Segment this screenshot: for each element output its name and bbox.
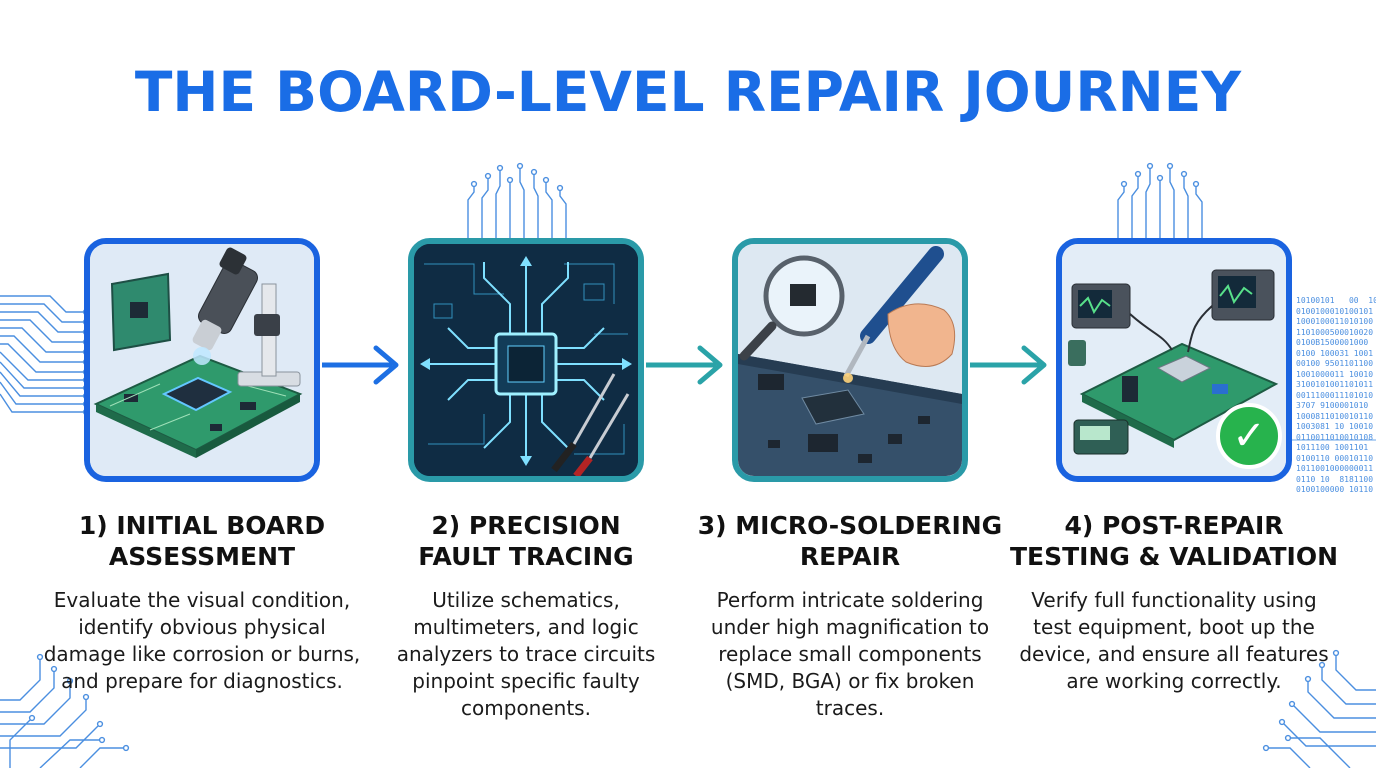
step-4-description: Verify full functionality using test equ… — [1019, 588, 1329, 693]
step-1-description: Evaluate the visual condition, identify … — [43, 588, 361, 693]
step-3-description: Perform intricate soldering under high m… — [710, 588, 990, 720]
test-equipment-icon — [1062, 244, 1286, 476]
circuit-trace-icon — [414, 244, 638, 476]
microscope-board-icon — [90, 244, 314, 476]
step-4-title-line1: 4) POST-REPAIR — [1064, 511, 1284, 540]
step-2-description: Utilize schematics, multimeters, and log… — [396, 588, 656, 720]
step-4-illustration — [1056, 238, 1292, 482]
step-3-title-line2: REPAIR — [799, 542, 901, 571]
step-2-illustration — [408, 238, 644, 482]
binary-data-decoration: 10100101 00 10 0100100010100101 10001000… — [1296, 296, 1376, 494]
step-2-title-line1: 2) PRECISION — [431, 511, 621, 540]
step-1-illustration — [84, 238, 320, 482]
step-3-title: 3) MICRO-SOLDERING REPAIR — [680, 510, 1020, 572]
step-4-title: 4) POST-REPAIR TESTING & VALIDATION — [1004, 510, 1344, 572]
check-badge-icon: ✓ — [1216, 403, 1282, 469]
step-4-title-line2: TESTING & VALIDATION — [1009, 542, 1339, 571]
page-title: THE BOARD-LEVEL REPAIR JOURNEY — [134, 60, 1242, 124]
step-1-title-line2: ASSESSMENT — [108, 542, 296, 571]
step-2-title: 2) PRECISION FAULT TRACING — [356, 510, 696, 572]
arrow-2-to-3 — [646, 345, 723, 385]
step-3-illustration — [732, 238, 968, 482]
soldering-iron-icon — [738, 244, 962, 476]
step-1-title: 1) INITIAL BOARD ASSESSMENT — [32, 510, 372, 572]
step-1-title-line1: 1) INITIAL BOARD — [78, 511, 326, 540]
arrow-3-to-4 — [970, 345, 1047, 385]
step-3-title-line1: 3) MICRO-SOLDERING — [697, 511, 1003, 540]
step-2-title-line2: FAULT TRACING — [418, 542, 634, 571]
arrow-1-to-2 — [322, 345, 399, 385]
